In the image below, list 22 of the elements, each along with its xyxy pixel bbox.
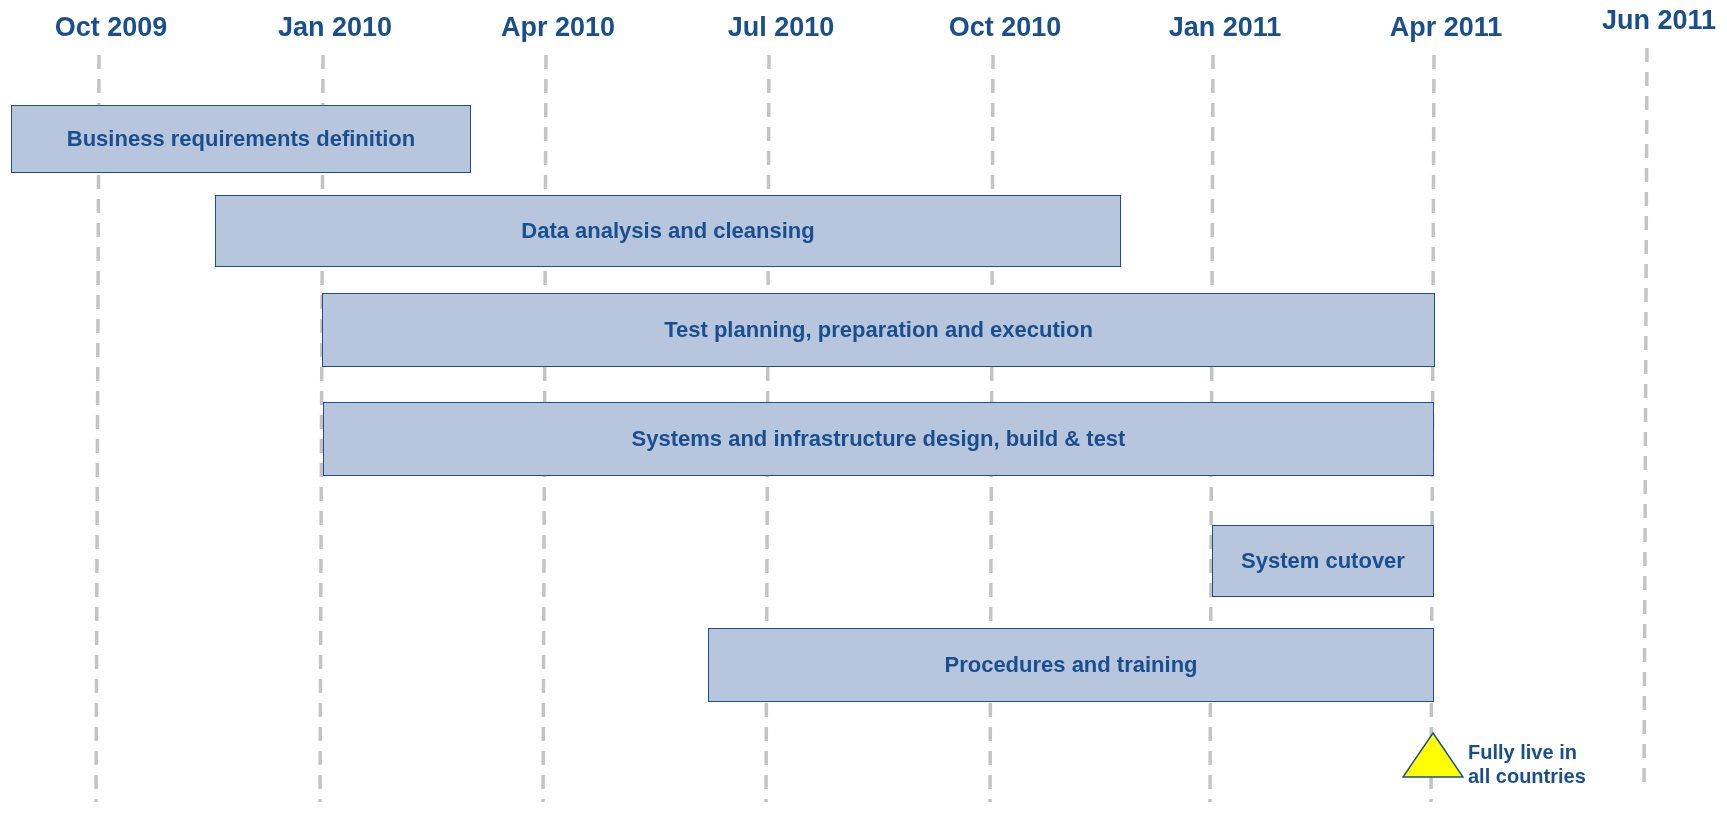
task-label: Data analysis and cleansing	[521, 218, 815, 244]
month-label: Jun 2011	[1601, 5, 1717, 36]
task-bar	[11, 105, 471, 173]
task-bar	[708, 628, 1434, 702]
task-label: Systems and infrastructure design, build & test	[631, 426, 1126, 452]
task-bar	[1212, 525, 1434, 597]
task-label: Business requirements definition	[66, 126, 416, 152]
task-label: Procedures and training	[944, 652, 1198, 678]
task-bar	[322, 293, 1435, 367]
task-label: Test planning, preparation and execution	[664, 317, 1093, 343]
milestone-triangle	[1402, 732, 1464, 778]
month-label: Jul 2010	[727, 12, 835, 43]
month-label: Oct 2009	[54, 12, 168, 43]
month-label: Apr 2010	[500, 12, 616, 43]
task-label: System cutover	[1241, 548, 1405, 574]
task-bar	[215, 195, 1121, 267]
month-label: Jan 2011	[1168, 12, 1282, 43]
month-label: Jan 2010	[277, 12, 393, 43]
task-bar	[323, 402, 1434, 476]
milestone-label: Fully live in all countries	[1468, 740, 1587, 788]
month-label: Apr 2011	[1389, 12, 1503, 43]
month-label: Oct 2010	[948, 12, 1062, 43]
